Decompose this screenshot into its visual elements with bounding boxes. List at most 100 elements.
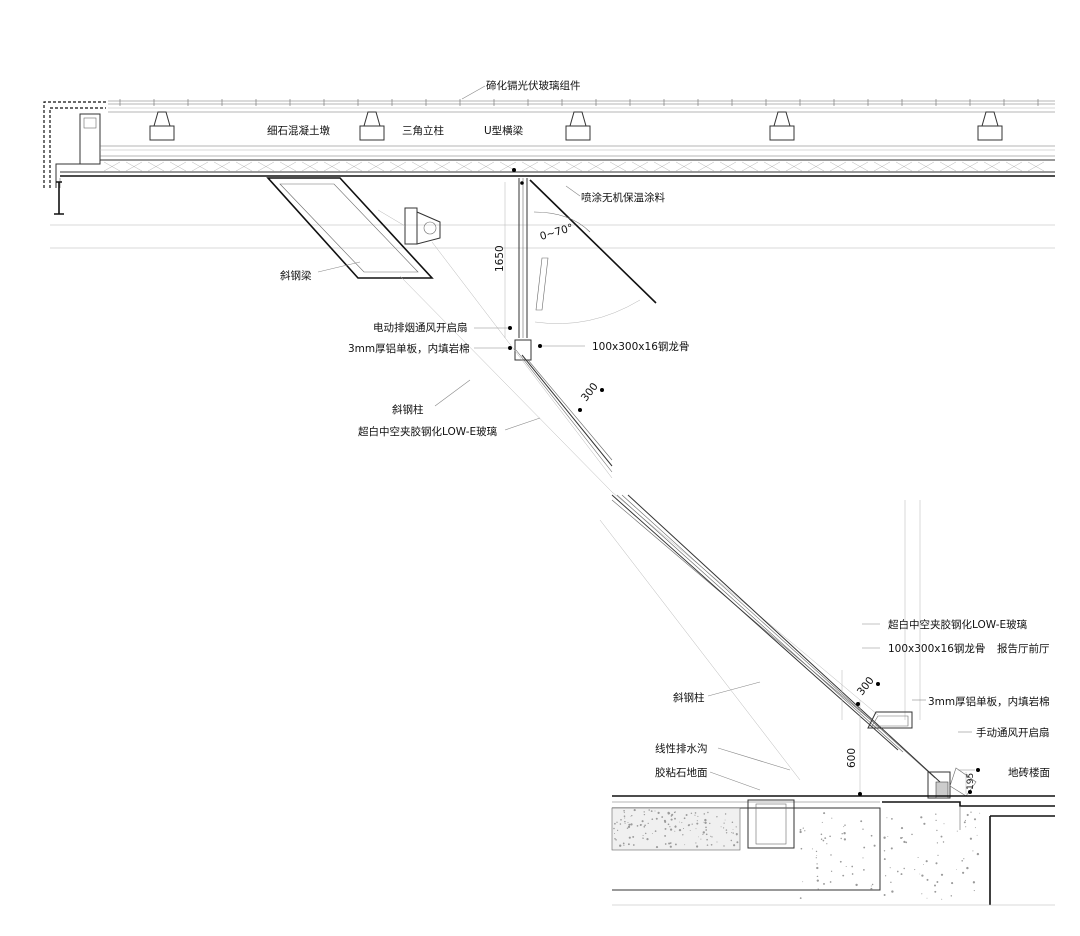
aggregate-speck [870,887,873,890]
aggregate-speck [705,829,708,831]
pv-support-post [977,111,1003,141]
aggregate-speck [703,821,705,823]
aggregate-speck [623,844,625,846]
aggregate-speck [697,815,699,817]
pv-support-post [359,111,385,141]
aggregate-speck [883,894,886,896]
pv-panel-array [108,99,1055,141]
aggregate-speck [972,881,976,884]
ground-section [611,795,1055,906]
aggregate-speck [711,836,713,838]
aggregate-speck [900,873,903,876]
aggregate-speck [873,844,876,847]
aggregate-speck [620,819,622,821]
aggregate-speck [889,867,891,869]
aggregate-speck [736,834,738,836]
aggregate-speck [626,827,629,829]
aggregate-speck [823,812,826,815]
aggregate-speck [703,813,706,815]
aggregate-speck [628,836,631,839]
aggregate-speck [623,815,626,817]
motorised-vent-sash [504,178,657,361]
label-tile-floor: 地砖楼面 [1008,766,1050,779]
aggregate-speck [669,845,672,848]
aggregate-speck [642,834,644,837]
aggregate-speck [673,811,676,814]
aggregate-speck [817,888,819,890]
dimension-dots [508,168,980,796]
aggregate-speck [643,811,645,813]
label-inclined-column-top: 斜钢柱 [392,403,424,416]
aggregate-speck [682,827,685,830]
aggregate-speck [624,820,626,823]
aggregate-speck [702,831,705,834]
aggregate-speck [920,816,923,819]
aggregate-speck [830,870,833,872]
aggregate-speck [670,815,673,817]
aggregate-speck [630,823,633,826]
aggregate-speck [614,833,615,834]
aggregate-speck [940,873,944,876]
label-pv-glass: 碲化镉光伏玻璃组件 [486,79,581,92]
aggregate-speck [921,874,924,877]
aggregate-speck [627,822,629,823]
aggregate-speck [641,820,644,823]
aggregate-speck [670,842,672,844]
aggregate-speck [674,817,676,820]
aggregate-speck [657,811,660,815]
aggregate-speck [724,819,726,821]
aggregate-speck [963,858,965,860]
pv-support-post [149,111,175,141]
aggregate-speck [736,841,739,844]
aggregate-speck [815,857,817,859]
aggregate-speck [667,811,670,815]
label-dim-195: 195 [966,773,976,790]
aggregate-speck [700,838,702,840]
aggregate-speck [965,826,967,828]
aggregate-speck [651,818,654,821]
aggregate-speck [689,824,691,826]
aggregate-speck [962,871,965,874]
aggregate-speck [696,822,699,825]
label-triangle-post: 三角立柱 [402,124,444,137]
aggregate-speck [685,814,688,816]
label-resin-floor: 胶粘石地面 [655,766,708,779]
aggregate-speck [831,817,833,819]
aggregate-speck [639,824,642,826]
aggregate-speck [636,825,639,827]
aggregate-speck [669,828,673,831]
aggregate-speck [829,881,832,883]
aggregate-speck [961,859,964,862]
aggregate-speck [642,837,644,839]
aggregate-speck [900,827,904,830]
aggregate-speck [979,812,981,814]
aggregate-speck [735,826,737,828]
aggregate-speck [710,835,712,837]
aggregate-speck [619,844,622,847]
aggregate-speck [816,875,819,878]
aggregate-speck [921,893,923,895]
aggregate-speck [914,869,916,871]
label-linear-drain: 线性排水沟 [655,742,708,755]
aggregate-speck [799,830,802,834]
aggregate-speck [661,816,664,818]
aggregate-speck [890,881,892,884]
inclined-glazing-upper [399,241,613,493]
aggregate-speck [943,823,945,825]
aggregate-speck [696,820,698,822]
aggregate-speck [648,809,650,811]
aggregate-speck [732,832,734,834]
aggregate-speck [730,839,733,842]
aggregate-speck [613,827,615,830]
aggregate-speck [973,890,975,892]
aggregate-speck [632,835,635,838]
aggregate-speck [839,860,842,863]
aggregate-speck [624,817,626,819]
leader-lines [317,85,975,794]
aggregate-speck [900,836,903,840]
aggregate-speck [710,843,713,846]
aggregate-speck [804,830,806,832]
aggregate-speck [647,822,649,825]
aggregate-speck [976,852,980,856]
aggregate-speck [731,832,733,834]
